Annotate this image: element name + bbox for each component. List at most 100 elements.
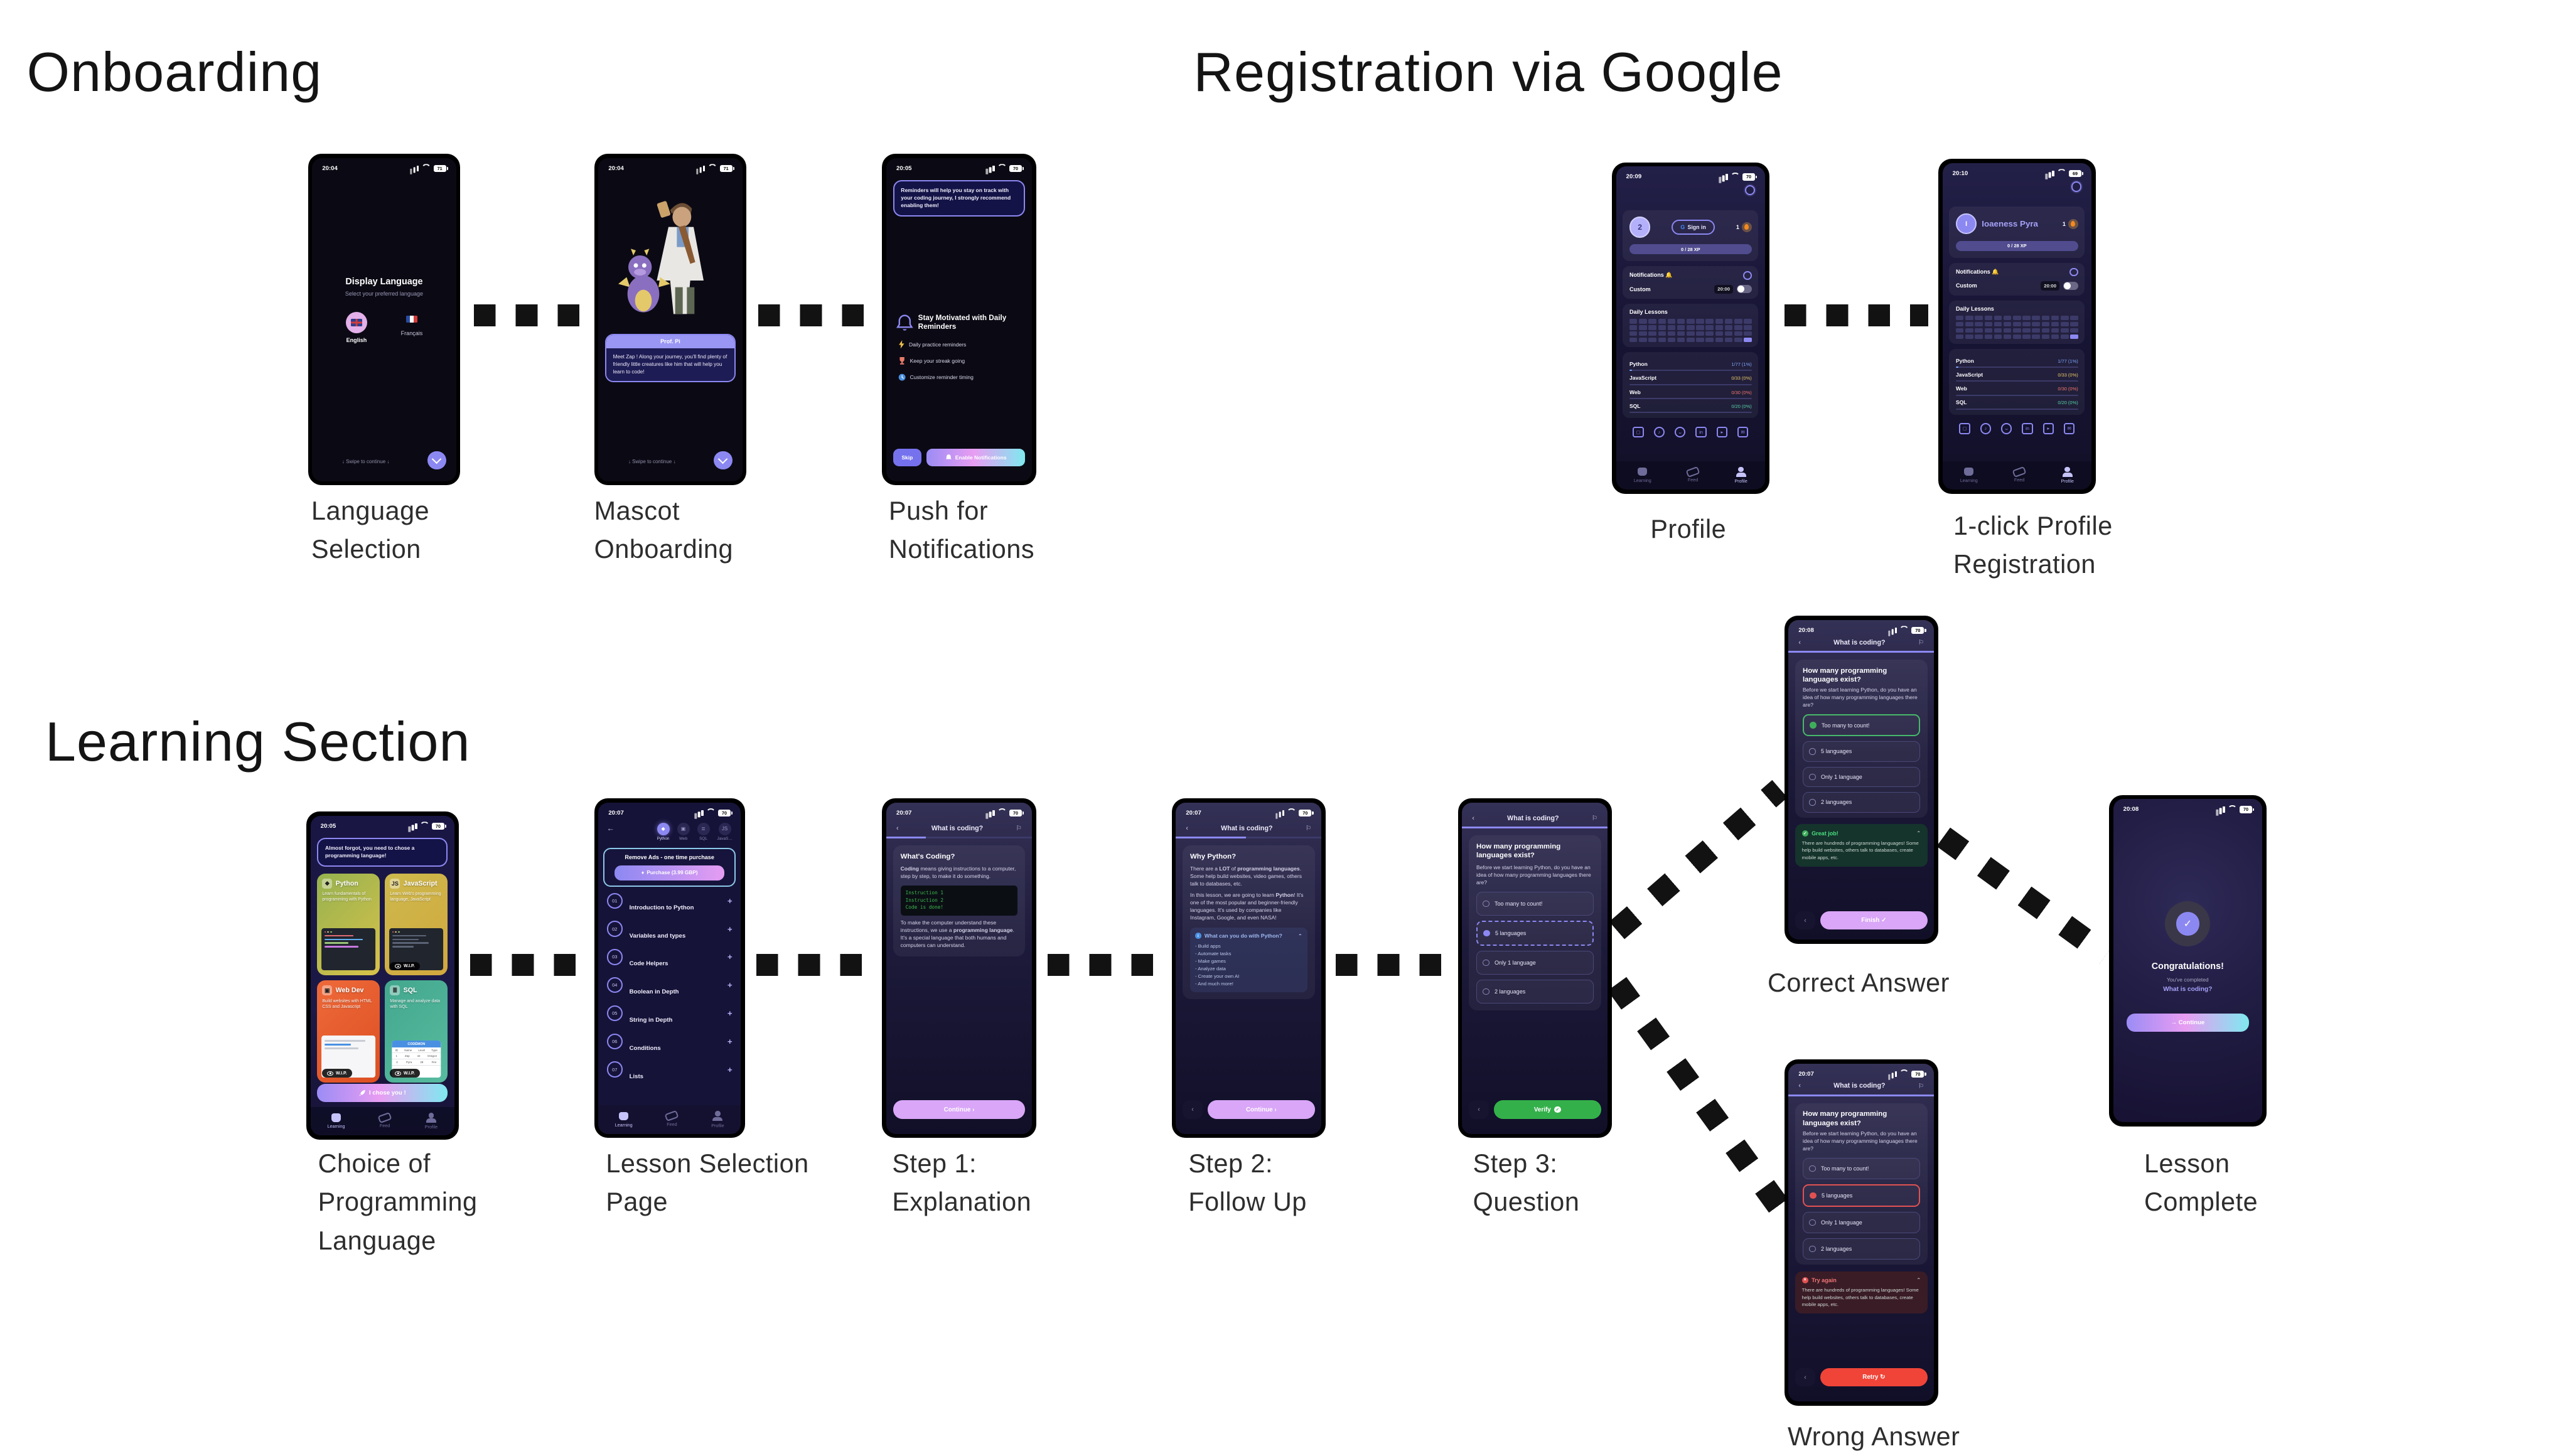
sql-card[interactable]: ≣SQL Manage and analyze data with SQL CO… [385,980,448,1083]
notifications-toggle[interactable] [1736,285,1752,294]
nav-profile[interactable]: Profile [425,1113,437,1130]
collapse-chevron-icon[interactable]: ⌃ [1297,933,1302,939]
skip-button[interactable]: Skip [893,448,921,466]
notifications-toggle[interactable] [2063,281,2078,290]
answer-option[interactable]: 5 languages [1802,741,1920,762]
answer-option[interactable]: Too many to count! [1476,891,1594,916]
finish-button[interactable]: Finish ✓ [1820,911,1928,930]
flag-report-icon[interactable]: ⚐ [1305,825,1312,833]
flag-report-icon[interactable]: ⚐ [1918,1082,1924,1090]
verify-button[interactable]: Verify✓ [1493,1100,1601,1119]
linkedin-icon[interactable]: in [1695,426,1707,437]
answer-option[interactable]: Too many to count! [1802,1157,1920,1179]
answer-option[interactable]: 2 languages [1802,792,1920,813]
discord-icon[interactable]: ᴗ [1675,426,1686,437]
answer-option[interactable]: Only 1 language [1802,1211,1920,1233]
flag-report-icon[interactable]: ⚐ [1016,825,1022,833]
expand-plus-icon[interactable]: + [727,896,733,906]
expand-plus-icon[interactable]: + [727,1064,733,1074]
expand-plus-icon[interactable]: + [727,1036,733,1046]
nav-feed[interactable]: Feed [377,1111,392,1128]
answer-option[interactable]: 2 languages [1802,1238,1920,1260]
answer-option-correct[interactable]: Too many to count! [1802,714,1920,736]
tiktok-icon[interactable]: ♪ [1980,423,1991,434]
back-icon[interactable]: ‹ [1472,814,1474,822]
choose-language-button[interactable]: I chose you ! [317,1083,448,1102]
python-card[interactable]: ◆Python Learn fundamentals of programmin… [317,873,380,976]
nav-profile[interactable]: Profile [2061,466,2074,484]
back-button[interactable]: ‹ [1795,911,1815,930]
back-icon[interactable]: ‹ [1798,1082,1801,1090]
linkedin-icon[interactable]: in [2022,423,2033,434]
instagram-icon[interactable]: ◻ [1959,423,1970,434]
back-icon[interactable]: ‹ [896,824,899,832]
expand-plus-icon[interactable]: + [727,952,733,962]
time-chip[interactable]: 20:00 [1714,284,1734,294]
answer-option-selected[interactable]: 5 languages [1476,920,1594,946]
nav-feed[interactable]: Feed [2012,466,2027,483]
expand-plus-icon[interactable]: + [727,980,733,990]
gear-icon[interactable] [1743,270,1752,280]
collapse-chevron-icon[interactable]: ⌃ [1916,1277,1921,1283]
nav-profile[interactable]: Profile [711,1111,724,1128]
back-button[interactable]: ‹ [1795,1368,1815,1387]
nav-profile[interactable]: Profile [1734,466,1747,484]
continue-fab-button[interactable] [714,451,733,470]
mail-icon[interactable]: ✉ [2063,423,2075,434]
answer-option[interactable]: Only 1 language [1802,766,1920,788]
tab-python[interactable]: ◆Python [657,822,670,841]
back-arrow-button[interactable]: ← [606,824,615,833]
retry-button[interactable]: Retry ↻ [1820,1368,1928,1387]
youtube-icon[interactable]: ▸ [2042,423,2054,434]
language-option-french[interactable]: Français [401,312,422,343]
settings-gear-icon[interactable] [1744,185,1755,195]
answer-option[interactable]: Only 1 language [1476,950,1594,975]
answer-option-wrong[interactable]: 5 languages [1802,1184,1920,1207]
tiktok-icon[interactable]: ♪ [1653,426,1665,437]
instagram-icon[interactable]: ◻ [1633,426,1644,437]
continue-button[interactable]: Continue › [893,1100,1026,1119]
time-chip[interactable]: 20:00 [2040,281,2060,291]
flag-report-icon[interactable]: ⚐ [1918,639,1924,647]
nav-learning[interactable]: Learning [1960,467,1978,483]
language-option-english[interactable]: English [345,311,368,343]
webdev-card[interactable]: ▣Web Dev Build websites with HTML CSS an… [317,980,380,1083]
collapse-chevron-icon[interactable]: ⌃ [1916,830,1921,837]
tab-sql[interactable]: ≣SQL [697,822,710,841]
expand-plus-icon[interactable]: + [727,1009,733,1019]
youtube-icon[interactable]: ▸ [1716,426,1727,437]
nav-learning[interactable]: Learning [1634,467,1651,483]
back-icon[interactable]: ‹ [1186,824,1188,832]
discord-icon[interactable]: ᴗ [2001,423,2012,434]
mail-icon[interactable]: ✉ [1737,426,1749,437]
answer-option[interactable]: 2 languages [1476,979,1594,1004]
nav-learning[interactable]: Learning [615,1111,633,1128]
nav-learning[interactable]: Learning [327,1113,345,1129]
expand-plus-icon[interactable]: + [727,924,733,934]
continue-fab-button[interactable] [427,451,446,470]
back-button[interactable]: ‹ [1468,1100,1489,1119]
flag-report-icon[interactable]: ⚐ [1591,815,1598,823]
continue-button[interactable]: Continue › [1207,1100,1315,1119]
continue-button[interactable]: → Continue [2126,1013,2249,1032]
back-button[interactable]: ‹ [1182,1100,1203,1119]
